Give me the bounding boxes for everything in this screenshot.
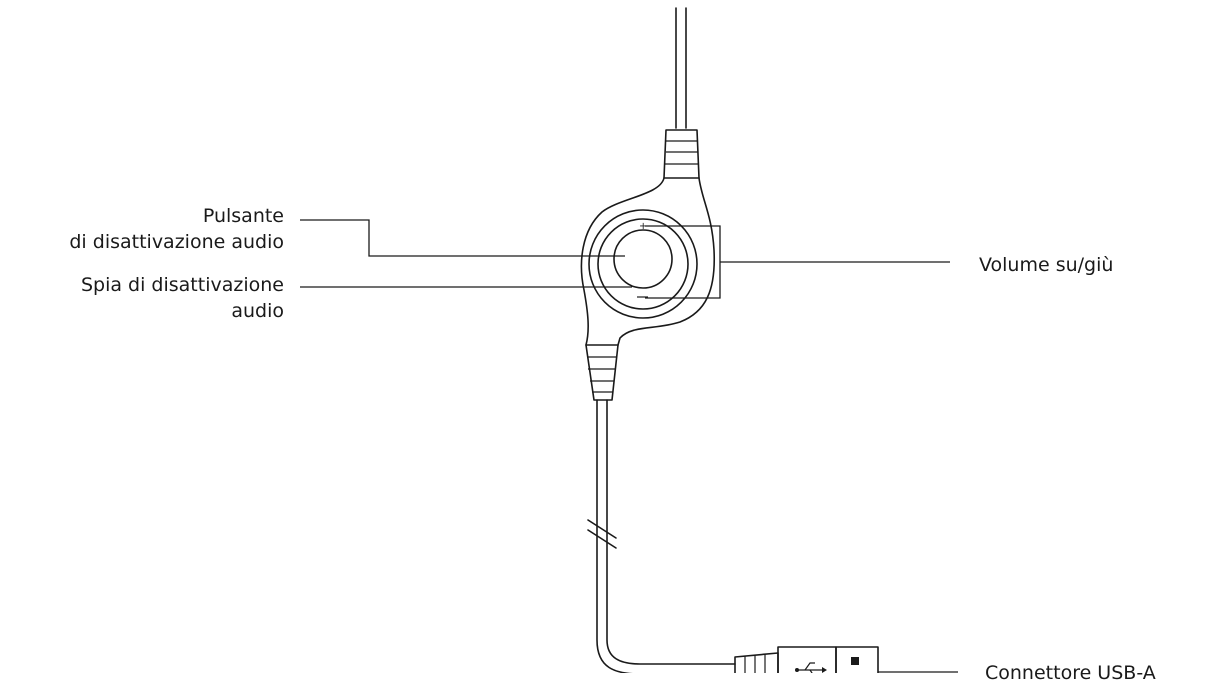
leader-mute-button (300, 219, 625, 257)
label-usb-connector: Connettore USB-A (985, 662, 1156, 684)
control-dial: + (588, 209, 698, 319)
top-strain-relief (663, 129, 700, 179)
bottom-strain-relief (585, 344, 619, 401)
plus-mark: + (639, 221, 647, 232)
label-mute-indicator-line1: Spia di disattivazione (80, 274, 284, 296)
leader-lines (300, 219, 958, 673)
label-mute-indicator-line2: audio (231, 300, 284, 322)
usb-pin (851, 657, 859, 665)
control-body (580, 177, 716, 346)
lower-cable (587, 399, 736, 673)
mute-button (613, 229, 673, 289)
usb-a-connector (734, 646, 879, 673)
label-volume: Volume su/giù (979, 254, 1114, 276)
label-mute-button-line1: Pulsante (202, 205, 284, 227)
cable-break-mark (587, 529, 617, 549)
label-mute-button-line2: di disattivazione audio (69, 231, 284, 253)
cable-break-mark (587, 519, 617, 539)
label-mute-indicator: Spia di disattivazione audio (81, 272, 284, 324)
usb-icon (795, 662, 827, 673)
label-mute-button: Pulsante di disattivazione audio (69, 203, 284, 255)
top-cable (675, 7, 687, 129)
